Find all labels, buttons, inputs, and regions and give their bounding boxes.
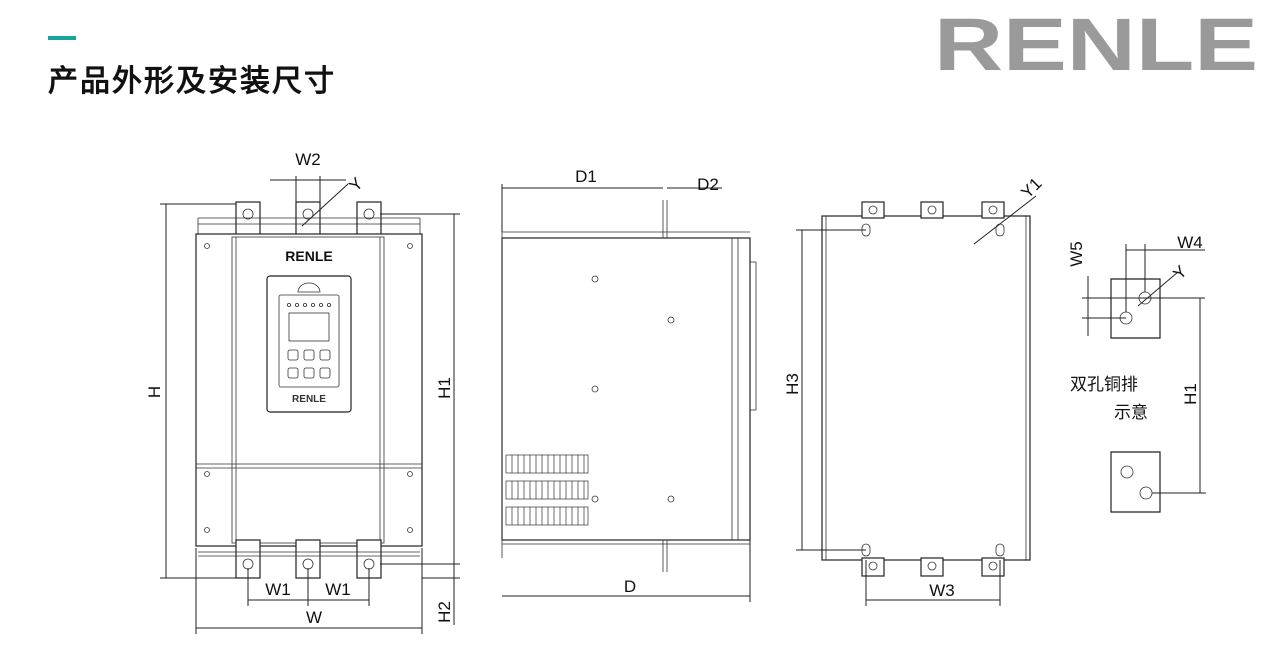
dim-h3: H3 (783, 373, 802, 395)
svg-text:RENLE: RENLE (934, 10, 1258, 76)
rear-housing (821, 215, 1031, 561)
dim-w1-right: W1 (325, 580, 351, 599)
front-view: RENLE RENLE (145, 150, 460, 634)
dim-w4: W4 (1177, 233, 1203, 252)
side-housing (501, 237, 751, 541)
side-view: D1 D2 D (501, 167, 757, 602)
keypad-module: RENLE (266, 275, 352, 413)
dim-d: D (624, 577, 636, 596)
dim-y-busbar: Y (1169, 262, 1190, 283)
dim-h2: H2 (435, 601, 454, 623)
busbar-schematic: W4 W5 Y H1 双孔铜排 示意 (1067, 233, 1206, 513)
keypad-brand: RENLE (292, 394, 326, 405)
dim-h1-busbar: H1 (1181, 383, 1200, 405)
dim-w2: W2 (295, 150, 321, 169)
dim-w3: W3 (929, 581, 955, 600)
dim-w: W (306, 608, 322, 627)
front-panel-brand: RENLE (285, 248, 332, 264)
dim-d1: D1 (575, 167, 597, 186)
dim-d2: D2 (697, 175, 719, 194)
rear-view: Y1 H3 W3 (783, 174, 1046, 606)
dim-y1: Y1 (1017, 174, 1045, 202)
side-vents (505, 454, 589, 526)
dim-h: H (145, 386, 164, 398)
dim-w5: W5 (1067, 241, 1086, 267)
busbar-caption-line1: 双孔铜排 (1070, 375, 1138, 395)
dim-h1: H1 (435, 377, 454, 399)
busbar-caption-line2: 示意 (1114, 403, 1148, 423)
page-title: 产品外形及安装尺寸 (48, 64, 336, 99)
brand-logo: RENLE (934, 10, 1258, 76)
dim-w1-left: W1 (265, 580, 291, 599)
title-accent-bar (48, 36, 76, 40)
dim-y-front: Y (345, 174, 366, 195)
